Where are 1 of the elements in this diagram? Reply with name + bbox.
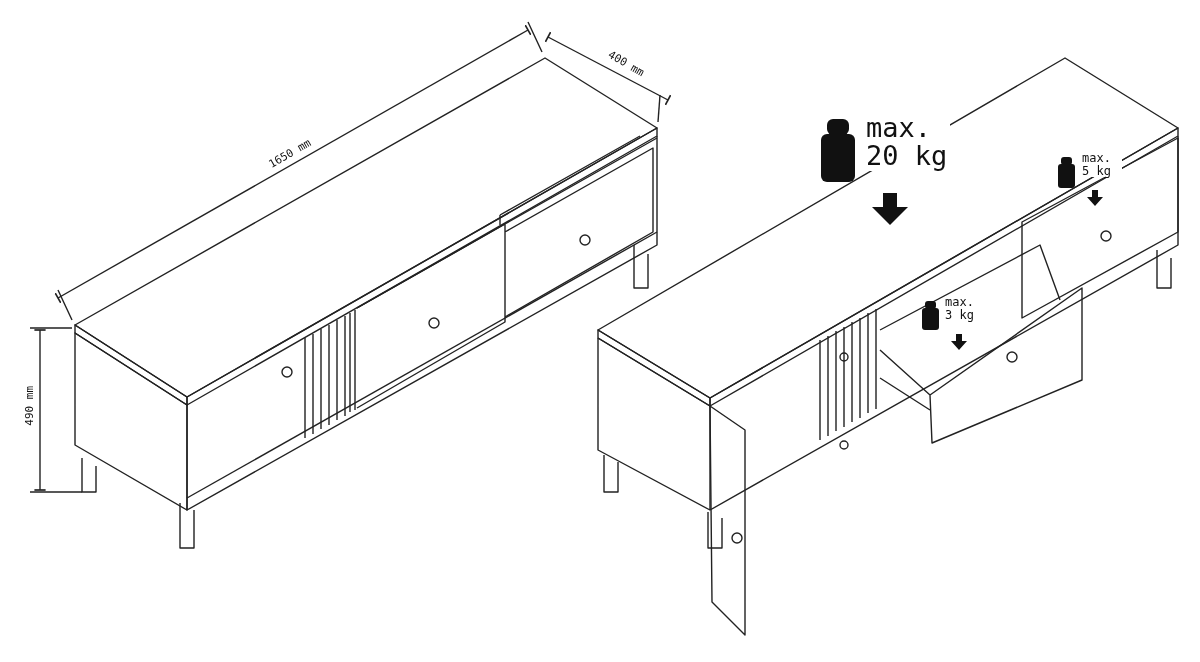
weight-limit-label: max. 5 kg	[1082, 152, 1122, 178]
